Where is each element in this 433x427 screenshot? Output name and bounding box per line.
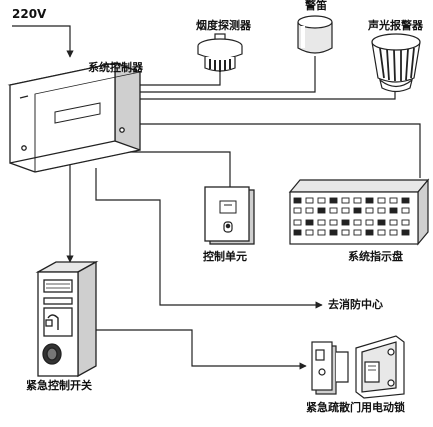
power-line <box>12 25 74 58</box>
indicator-lamp <box>353 197 362 204</box>
emergency-control-switch <box>35 260 99 378</box>
indicator-lamp <box>317 219 326 226</box>
siren-label: 警笛 <box>305 0 327 12</box>
indicator-lamp <box>305 219 314 226</box>
emergency-switch-label: 紧急控制开关 <box>26 379 92 392</box>
indicator-lamp <box>317 197 326 204</box>
indicator-lamp <box>401 197 410 204</box>
indicator-lamp <box>365 207 374 214</box>
indicator-lamp <box>389 229 398 236</box>
emergency-door-lock <box>311 335 405 399</box>
indicator-lamp <box>317 229 326 236</box>
smoke-detector <box>197 33 243 72</box>
indicator-lamp <box>329 197 338 204</box>
control-unit-label: 控制单元 <box>203 250 247 263</box>
indicator-lamp <box>341 219 350 226</box>
line-to-control-unit <box>130 151 231 187</box>
indicator-lamp <box>305 229 314 236</box>
indicator-lamp <box>329 229 338 236</box>
controller-label: 系统控制器 <box>88 61 143 74</box>
indicator-lamp <box>365 197 374 204</box>
indicator-lamp <box>341 229 350 236</box>
line-to-smoke-detector <box>140 72 221 86</box>
indicator-lamp <box>353 219 362 226</box>
indicator-lamp <box>389 197 398 204</box>
indicator-lamp <box>389 207 398 214</box>
indicator-lamp <box>377 219 386 226</box>
indicator-lamp <box>401 219 410 226</box>
indicator-lamp <box>293 197 302 204</box>
indicator-lamp <box>365 219 374 226</box>
indicator-panel-label: 系统指示盘 <box>348 250 403 263</box>
power-label: 220V <box>12 7 47 21</box>
indicator-lamp <box>377 197 386 204</box>
fire-center-label: 去消防中心 <box>328 298 383 311</box>
siren-device <box>297 15 333 54</box>
smoke-detector-label: 烟度探测器 <box>196 19 251 32</box>
sound-alarm-label: 声光报警器 <box>368 19 423 32</box>
line-to-indicator-panel <box>140 123 421 178</box>
line-to-door-lock <box>95 329 307 370</box>
indicator-lamp <box>341 207 350 214</box>
connection-lines <box>12 25 421 370</box>
indicator-lamp <box>293 219 302 226</box>
system-controller <box>7 62 143 173</box>
line-to-sound-alarm <box>140 88 396 100</box>
control-unit <box>204 186 255 245</box>
line-to-top-device <box>140 56 316 93</box>
line-to-fire-center <box>95 168 323 309</box>
indicator-lamp <box>305 197 314 204</box>
indicator-lamp <box>401 207 410 214</box>
indicator-lamp <box>293 207 302 214</box>
system-indicator-panel <box>288 178 430 246</box>
indicator-lamp <box>305 207 314 214</box>
indicator-lamp <box>329 207 338 214</box>
indicator-lamp <box>377 229 386 236</box>
indicator-lamp <box>329 219 338 226</box>
indicator-lamp <box>365 229 374 236</box>
indicator-lamp <box>353 229 362 236</box>
indicator-lamp <box>377 207 386 214</box>
indicator-lamp <box>341 197 350 204</box>
door-lock-label: 紧急疏散门用电动锁 <box>306 401 405 414</box>
indicator-lamp <box>317 207 326 214</box>
indicator-lamp <box>293 229 302 236</box>
indicator-lamp <box>401 229 410 236</box>
indicator-lamp <box>353 207 362 214</box>
indicator-lamp <box>389 219 398 226</box>
sound-light-alarm <box>371 33 421 93</box>
